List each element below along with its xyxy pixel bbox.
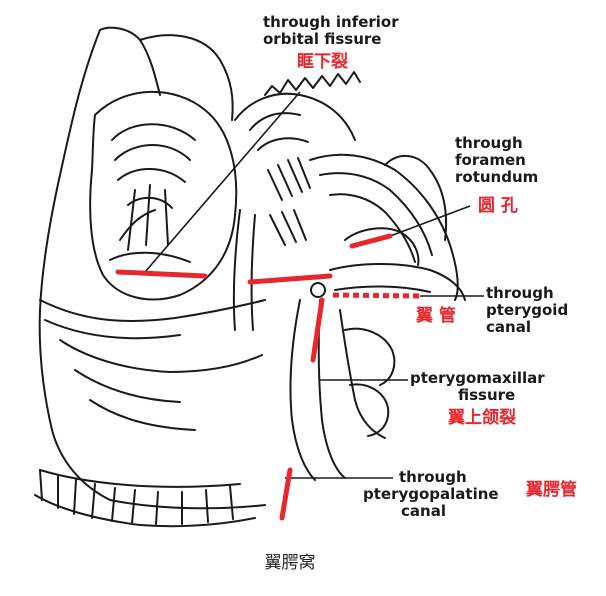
- leader-inferior-orbital: [144, 91, 301, 273]
- label-pterygomaxillary-zh: 翼上颌裂: [448, 408, 516, 428]
- maxilla: [59, 339, 263, 373]
- orbit-rim: [89, 90, 238, 301]
- marker-orbital-connector: [247, 273, 333, 285]
- zygomatic-arch: [39, 299, 266, 322]
- foramen-circle: [310, 282, 326, 298]
- marker-pterygopalatine: [279, 467, 293, 521]
- teeth-row: [34, 494, 256, 528]
- figure-caption: 翼腭窝: [264, 553, 316, 573]
- skull-outline: [38, 29, 266, 510]
- label-pterygopalatine: through: [399, 468, 467, 486]
- label-pterygoid-canal-zh: 翼 管: [416, 306, 456, 326]
- label-inferior-orbital-zh: 眶下裂: [297, 52, 348, 72]
- leader-foramen-rotundum: [384, 205, 471, 239]
- marker-pterygomaxillary: [310, 297, 325, 363]
- marker-inferior-orbital: [115, 269, 208, 279]
- label-inferior-orbital: through inferior orbital fissure: [263, 13, 399, 48]
- label-foramen-rotundum: through foramen rotundum: [455, 134, 539, 186]
- marker-pterygoid-canal: [332, 292, 421, 299]
- pterygoid-region: [329, 263, 466, 301]
- marker-foramen-rotundum: [349, 233, 393, 249]
- label-pterygopalatine-zh: 翼腭管: [526, 480, 577, 500]
- label-pterygomaxillary: pterygomaxillar fissure: [410, 369, 545, 404]
- label-pterygoid-canal: through pterygoid canal: [486, 284, 569, 336]
- label-foramen-rotundum-zh: 圆 孔: [478, 196, 518, 216]
- pterygomaxillary-column: [289, 299, 316, 481]
- pterygoid-plate: [309, 153, 459, 301]
- sphenoid: [234, 92, 356, 141]
- label-pterygopalatine-2: pterygopalatine canal: [363, 485, 499, 520]
